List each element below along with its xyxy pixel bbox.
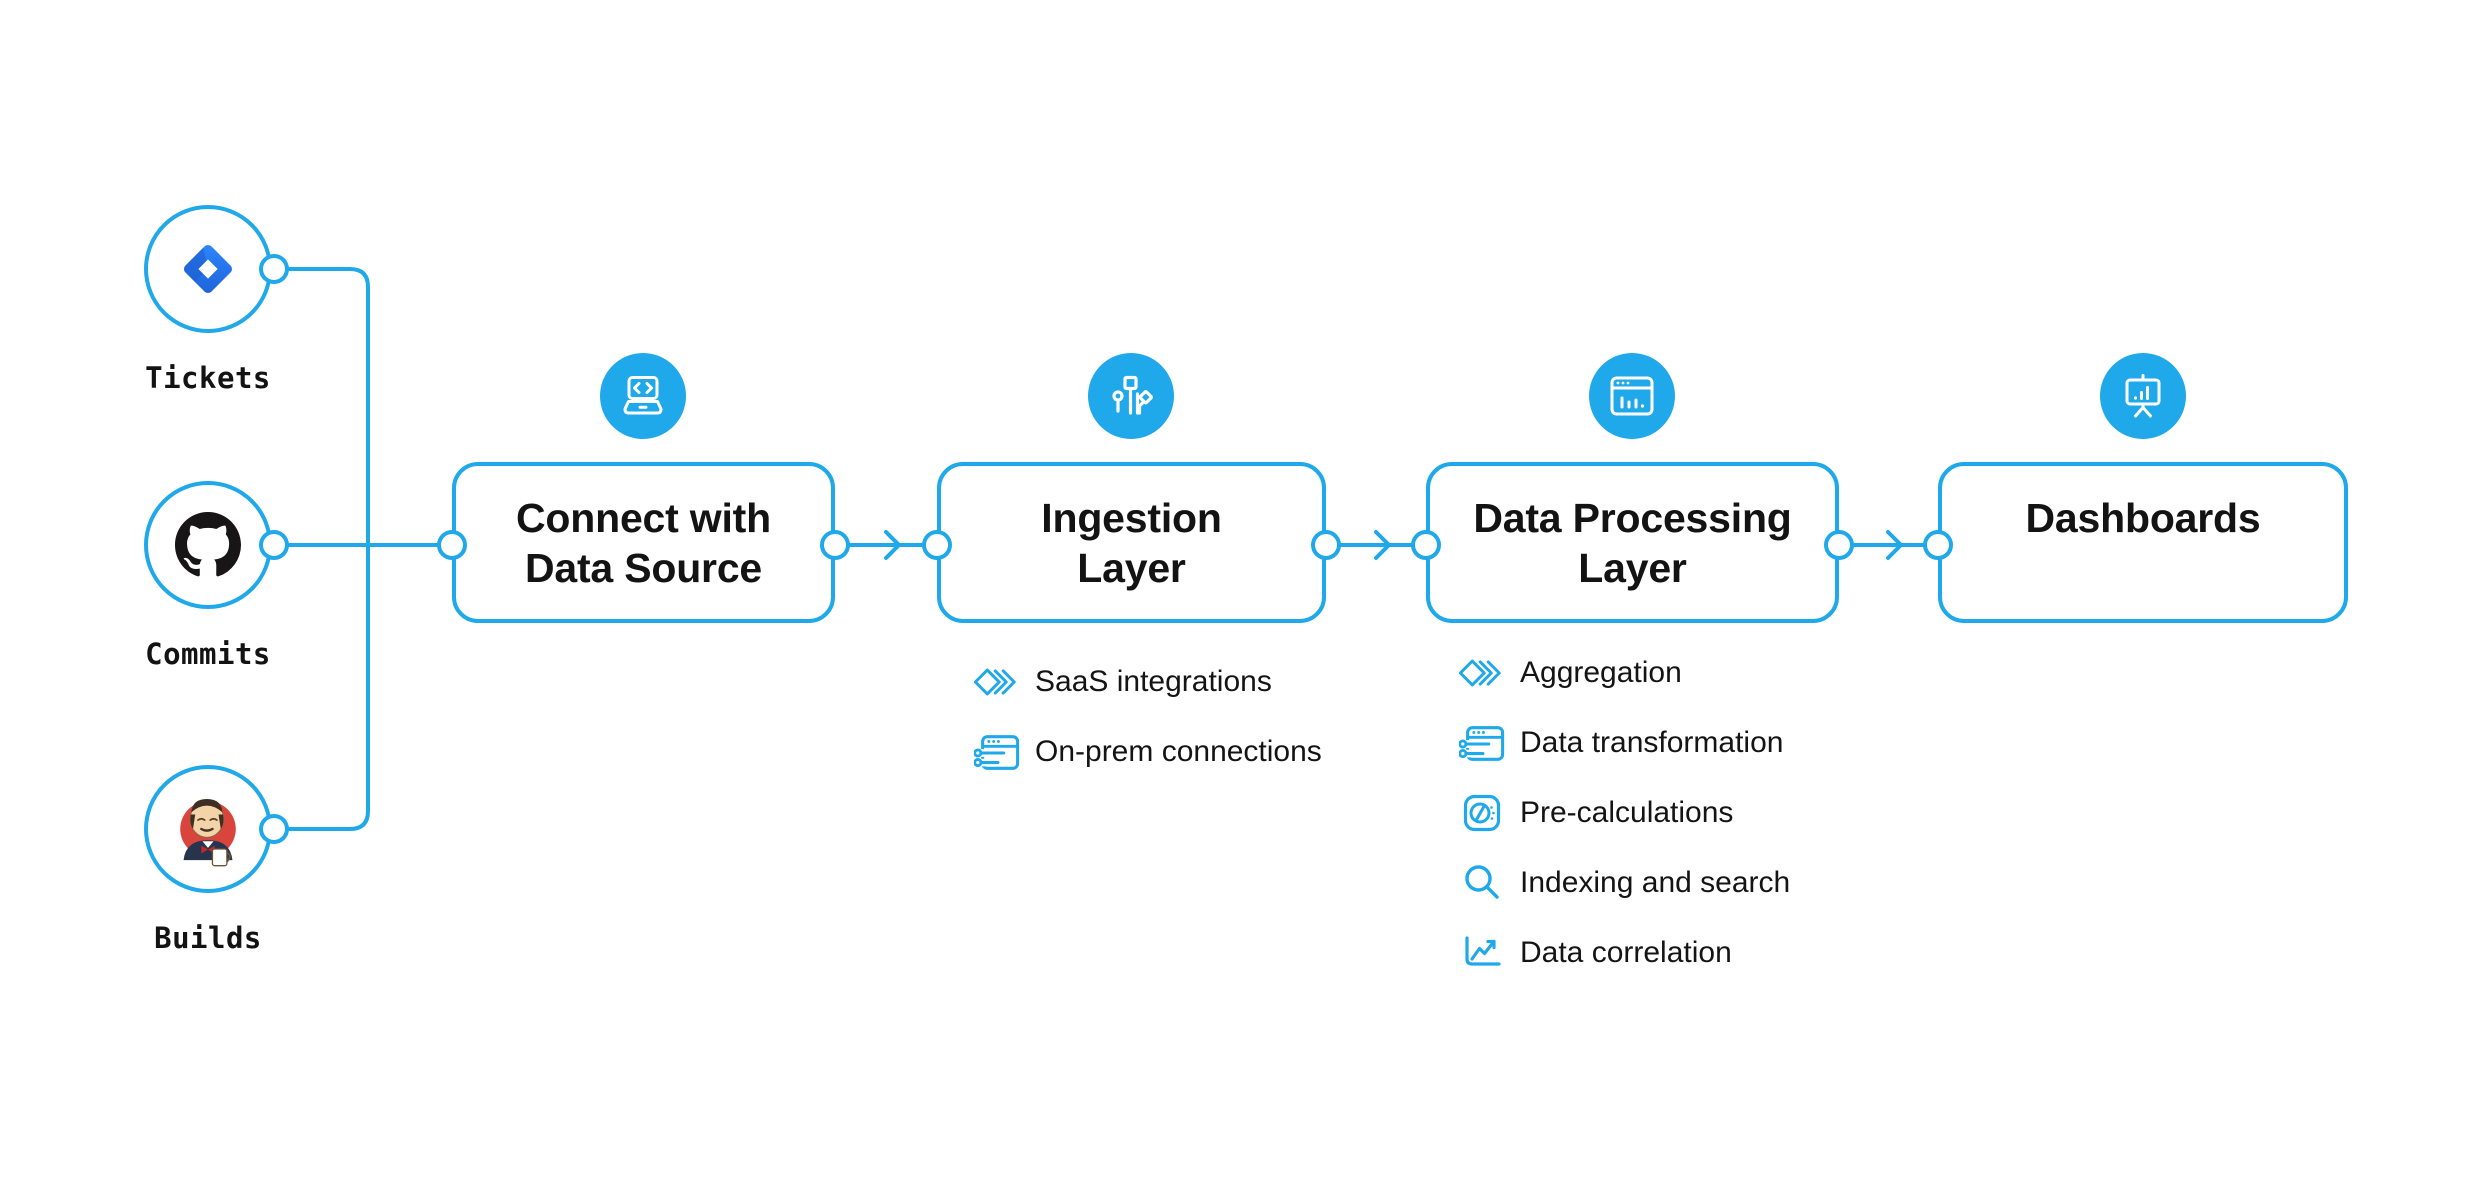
source-tickets-label: Tickets xyxy=(145,361,271,395)
feature-label: Indexing and search xyxy=(1520,866,1791,899)
trend-chart-icon xyxy=(1456,933,1508,973)
stage-chip-ingestion xyxy=(1088,353,1174,439)
source-tickets xyxy=(144,205,272,333)
stage-title: Data Source xyxy=(524,544,763,591)
feature-item: Data correlation xyxy=(1456,931,1790,975)
gauge-icon xyxy=(1456,793,1508,833)
source-builds-label: Builds xyxy=(154,921,262,955)
stacked-diamonds-icon xyxy=(971,662,1023,702)
stage-title: Dashboards xyxy=(2025,494,2261,541)
laptop-code-icon xyxy=(623,376,663,415)
presentation-chart-icon xyxy=(2125,374,2161,418)
stage-title: Layer xyxy=(1578,544,1687,591)
jira-logo-icon xyxy=(183,244,233,294)
arrowhead-1 xyxy=(884,530,901,560)
stage-box-dashboards: Dashboards xyxy=(1938,462,2348,623)
feature-item: On-prem connections xyxy=(971,730,1322,774)
search-icon xyxy=(1456,863,1508,903)
feature-item: Pre-calculations xyxy=(1456,791,1790,835)
stage-box-connect: Connect with Data Source xyxy=(452,462,835,623)
stage-box-ingestion: Ingestion Layer xyxy=(937,462,1326,623)
stage-title: Data Processing xyxy=(1473,494,1792,541)
feature-label: On-prem connections xyxy=(1035,735,1322,768)
window-sliders-icon xyxy=(971,732,1023,772)
stage-title: Layer xyxy=(1077,544,1186,591)
stacked-diamonds-icon xyxy=(1456,653,1508,693)
stage-chip-connect xyxy=(600,353,686,439)
source-commits xyxy=(144,481,272,609)
stage-box-processing: Data Processing Layer xyxy=(1426,462,1839,623)
window-sliders-icon xyxy=(1456,723,1508,763)
arrowhead-3 xyxy=(1886,530,1903,560)
feature-label: SaaS integrations xyxy=(1035,665,1272,698)
source-commits-label: Commits xyxy=(145,637,271,671)
stage-chip-dashboards xyxy=(2100,353,2186,439)
processing-feature-list: Aggregation Data transformation Pre-calc… xyxy=(1456,651,1790,1001)
feature-label: Aggregation xyxy=(1520,656,1682,689)
github-logo-icon xyxy=(175,512,241,577)
data-ingestion-icon xyxy=(1112,375,1153,415)
arrowhead-2 xyxy=(1374,530,1391,560)
stage-title: Ingestion xyxy=(1041,494,1222,541)
feature-label: Pre-calculations xyxy=(1520,796,1734,829)
feature-item: Data transformation xyxy=(1456,721,1790,765)
feature-item: Indexing and search xyxy=(1456,861,1790,905)
bracket-line xyxy=(287,267,370,831)
source-builds xyxy=(144,765,272,893)
feature-item: Aggregation xyxy=(1456,651,1790,695)
stage-chip-processing xyxy=(1589,353,1675,439)
window-chart-icon xyxy=(1610,376,1654,416)
ingestion-feature-list: SaaS integrations On-prem connections xyxy=(971,660,1322,800)
jenkins-logo-icon xyxy=(180,799,236,867)
stage-title: Connect with xyxy=(516,494,771,541)
feature-item: SaaS integrations xyxy=(971,660,1322,704)
feature-label: Data transformation xyxy=(1520,726,1784,759)
feature-label: Data correlation xyxy=(1520,936,1732,969)
